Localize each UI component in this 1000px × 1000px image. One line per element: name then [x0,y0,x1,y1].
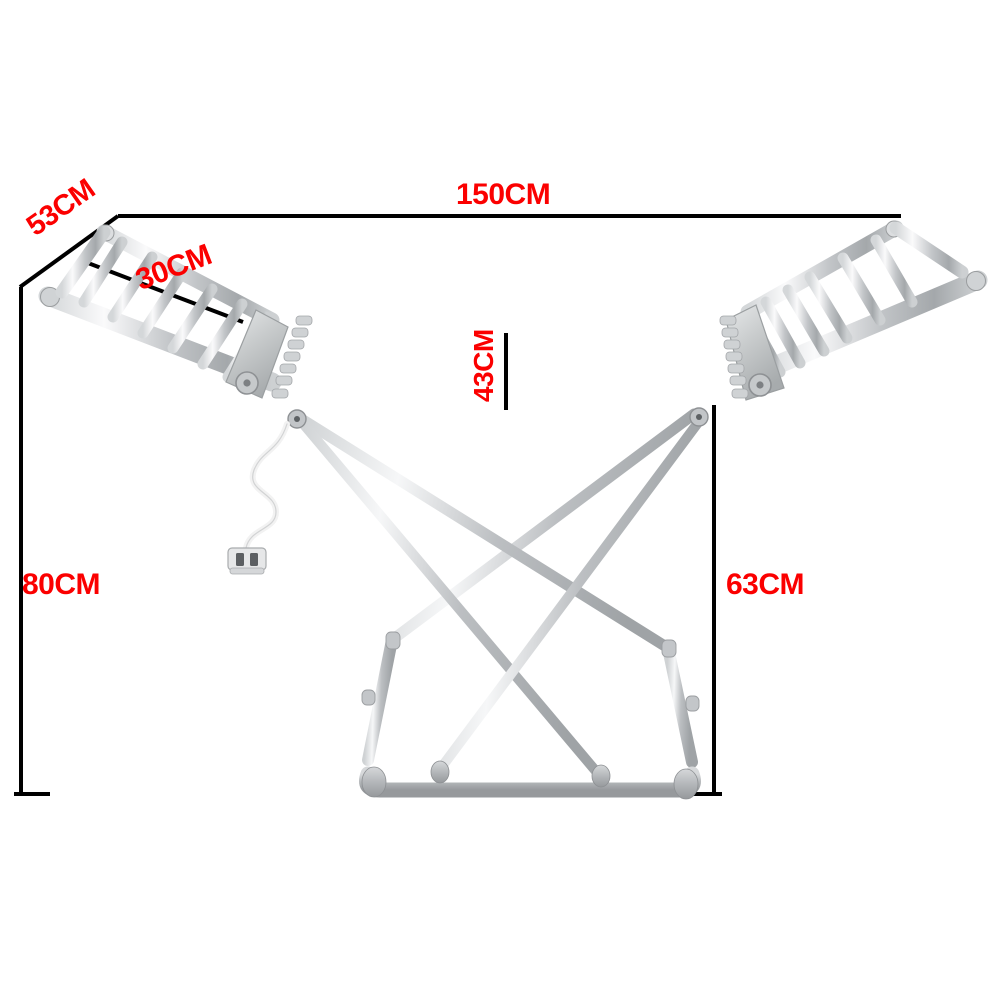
rail-connectors [271,315,749,399]
foot-left [361,766,387,798]
dimension-label-overall-height: 80CM [22,568,101,601]
x-leg-frame [287,407,709,800]
leg-front-lower [662,642,698,768]
leg-back-2 [295,415,605,781]
leg-back-lower [362,634,398,766]
foot-rear-left [430,760,450,784]
leg-front-2 [433,415,705,777]
right-wing-right-side [889,221,969,279]
bottom-stabiliser-bar [359,766,701,798]
dimension-lines [14,214,901,796]
dimension-label-rack-depth: 43CM [468,329,499,402]
leg-front [294,412,674,654]
center-rack-rails [263,315,755,412]
cord-path [243,421,290,551]
power-plug [227,547,267,571]
power-cord [227,421,290,575]
left-wing-left-side [55,225,111,299]
dimension-label-rack-height: 63CM [726,568,805,601]
foot-right [673,768,699,800]
left-wing [38,224,289,399]
right-wing [725,220,988,401]
leg-back [386,408,700,646]
foot-rear-right [591,764,611,788]
dimension-label-width: 150CM [456,178,551,211]
